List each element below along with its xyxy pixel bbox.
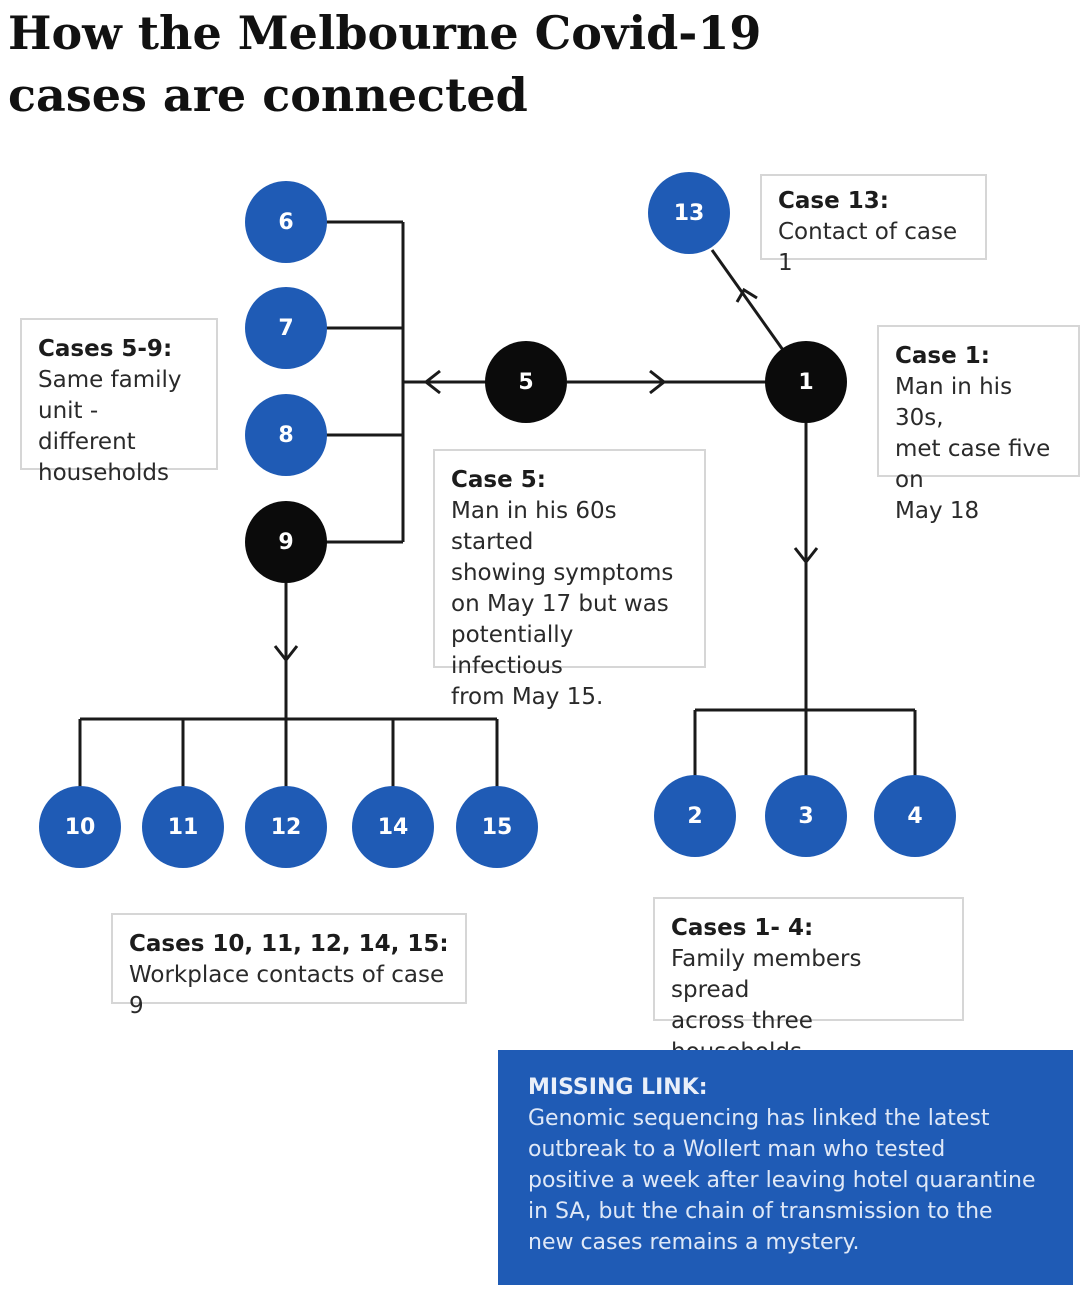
arrow-left-icon	[423, 369, 441, 395]
case-node-9: 9	[245, 501, 327, 583]
case-node-4: 4	[874, 775, 956, 857]
page-title: How the Melbourne Covid-19 cases are con…	[8, 6, 762, 122]
callout-cases-10-15: Cases 10, 11, 12, 14, 15: Workplace cont…	[111, 913, 467, 1019]
case-node-2: 2	[654, 775, 736, 857]
callout-case-13: Case 13: Contact of case 1	[760, 174, 987, 276]
case-node-5: 5	[485, 341, 567, 423]
callout-case-5: Case 5: Man in his 60s started showing s…	[433, 449, 706, 710]
case-node-15: 15	[456, 786, 538, 868]
case-node-6: 6	[245, 181, 327, 263]
callout-heading: Case 13:	[778, 188, 889, 214]
callout-cases-5-9: Cases 5-9: Same family unit - different …	[20, 318, 218, 486]
callout-text: Man in his 60s started showing symptoms …	[451, 498, 674, 710]
missing-link-text: Genomic sequencing has linked the latest…	[528, 1106, 1036, 1255]
callout-case-1: Case 1: Man in his 30s, met case five on…	[877, 325, 1080, 524]
case-node-11: 11	[142, 786, 224, 868]
case-node-13: 13	[648, 172, 730, 254]
case-node-7: 7	[245, 287, 327, 369]
case-node-8: 8	[245, 394, 327, 476]
callout-heading: Cases 5-9:	[38, 336, 173, 362]
callout-text: Same family unit - different households	[38, 367, 182, 486]
missing-link-heading: MISSING LINK:	[528, 1075, 708, 1100]
arrow-down-icon	[793, 547, 819, 565]
arrow-up-icon	[735, 287, 758, 303]
arrow-down-icon	[273, 645, 299, 663]
case-node-12: 12	[245, 786, 327, 868]
callout-text: Man in his 30s, met case five on May 18	[895, 374, 1051, 524]
callout-cases-1-4: Cases 1- 4: Family members spread across…	[653, 897, 964, 1065]
callout-heading: Cases 1- 4:	[671, 915, 814, 941]
callout-text: Contact of case 1	[778, 219, 958, 276]
callout-heading: Case 5:	[451, 467, 546, 493]
case-node-3: 3	[765, 775, 847, 857]
case-node-1: 1	[765, 341, 847, 423]
missing-link-panel: MISSING LINK: Genomic sequencing has lin…	[498, 1050, 1073, 1285]
case-node-14: 14	[352, 786, 434, 868]
callout-text: Workplace contacts of case 9	[129, 962, 445, 1019]
callout-heading: Case 1:	[895, 343, 990, 369]
callout-heading: Cases 10, 11, 12, 14, 15:	[129, 931, 449, 957]
case-node-10: 10	[39, 786, 121, 868]
arrow-right-icon	[649, 369, 667, 395]
